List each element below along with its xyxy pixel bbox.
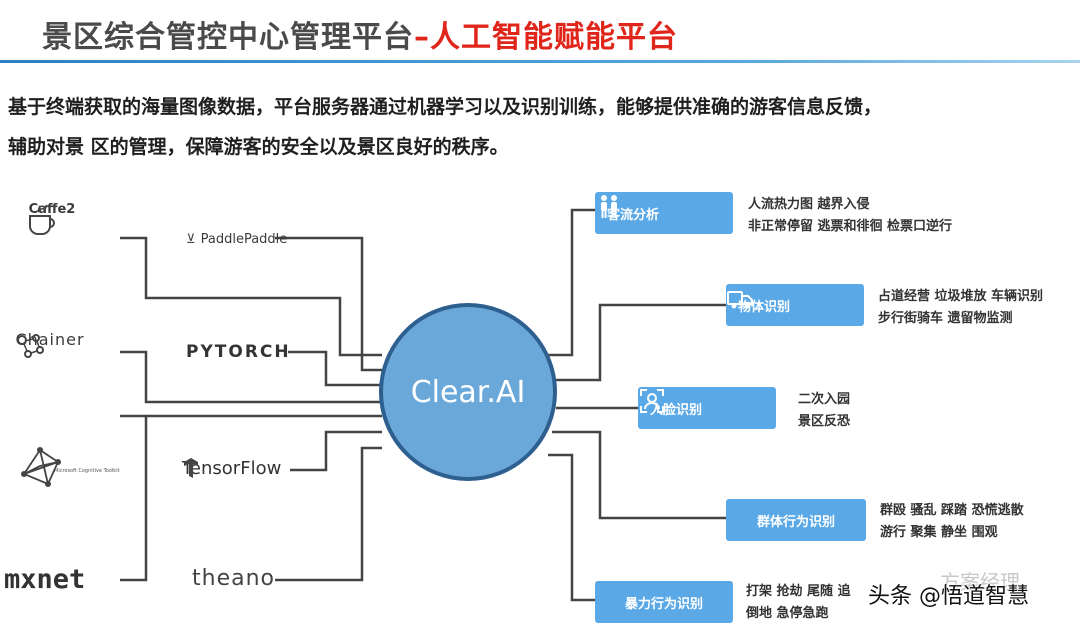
face-scan-icon (640, 389, 664, 413)
caffe2-logo: Caffe2 (22, 202, 82, 235)
connector-wuti (552, 303, 726, 382)
molecule-icon (17, 334, 44, 358)
intro-line-2: 辅助对景 区的管理，保障游客的安全以及景区良好的秩序。 (8, 136, 509, 158)
title-separator: – (414, 20, 430, 55)
baoli-item-line-1: 打架 抢劫 尾随 追 (746, 584, 851, 599)
connector-theano (275, 446, 382, 582)
connector-qunti (552, 430, 726, 520)
paddlepaddle-label: PaddlePaddle (200, 232, 288, 247)
category-qunti-items: 群殴 骚乱 踩踏 恐慌逃散 游行 聚集 静坐 围观 (880, 500, 1024, 544)
connector-lines (120, 208, 726, 602)
connector-cntk (120, 414, 148, 582)
category-baoli-items: 打架 抢劫 尾随 追 倒地 急停急跑 (746, 581, 851, 625)
wuti-item-line-1: 占道经营 垃圾堆放 车辆识别 (878, 289, 1044, 304)
renlian-item-line-1: 二次入园 (798, 392, 851, 407)
category-keliu-label: 客流分析 (607, 207, 660, 223)
tensorflow-logo: TensorFlow (182, 458, 281, 479)
pytorch-logo: PYTORCH (186, 342, 291, 362)
keliu-item-line-1: 人流热力图 越界入侵 (748, 197, 870, 212)
paddle-icon: ⊻ (186, 232, 196, 247)
wuti-item-line-2: 步行街骑车 遗留物监测 (878, 311, 1013, 326)
caffe2-label: Caffe2 (28, 202, 76, 217)
renlian-item-line-2: 景区反恐 (798, 414, 851, 429)
title-accent: 人工智能赋能平台 (430, 20, 678, 55)
category-qunti-label: 群体行为识别 (756, 514, 835, 530)
connector-paddle (275, 236, 382, 372)
category-renlian-items: 二次入园 景区反恐 (798, 389, 850, 433)
connector-baoli (548, 453, 595, 602)
chainer-label: Chainer (15, 330, 85, 349)
clear-ai-hub: Clear.AI (379, 303, 557, 481)
baoli-item-line-2: 倒地 急停急跑 (746, 606, 829, 621)
coffee-cup-icon (29, 204, 55, 235)
intro-line-1: 基于终端获取的海量图像数据，平台服务器通过机器学习以及识别训练，能够提供准确的游… (8, 96, 883, 118)
qunti-item-line-2: 游行 聚集 静坐 围观 (880, 525, 998, 540)
title-main: 景区综合管控中心管理平台 (42, 20, 414, 55)
connector-chainer (120, 350, 382, 404)
category-qunti: 群体行为识别 (726, 499, 866, 541)
category-baoli: 暴力行为识别 (595, 581, 733, 623)
title-bar: 景区综合管控中心管理平台–人工智能赋能平台 (0, 0, 1080, 63)
page-title: 景区综合管控中心管理平台–人工智能赋能平台 (42, 12, 678, 56)
network-icon (21, 447, 61, 487)
paddlepaddle-logo: ⊻ PaddlePaddle (186, 228, 287, 247)
connector-caffe2 (120, 236, 382, 357)
connector-tensorflow (290, 430, 382, 472)
theano-logo: theano (192, 566, 275, 591)
category-keliu: 客流分析 (595, 192, 733, 234)
theano-label: theano (192, 566, 275, 591)
truck-icon (727, 291, 753, 309)
qunti-item-line-1: 群殴 骚乱 踩踏 恐慌逃散 (880, 503, 1024, 518)
watermark: 头条 @悟道智慧 (868, 584, 1029, 609)
people-icon (601, 195, 617, 218)
keliu-item-line-2: 非正常停留 逃票和徘徊 检票口逆行 (748, 219, 953, 234)
category-keliu-items: 人流热力图 越界入侵 非正常停留 逃票和徘徊 检票口逆行 (748, 194, 952, 238)
mxnet-label: mxnet (4, 564, 86, 595)
tensorflow-label: TensorFlow (182, 458, 282, 479)
mxnet-logo: mxnet (4, 564, 85, 595)
tensorflow-icon (184, 458, 198, 478)
category-renlian: 人脸识别 (638, 387, 776, 429)
connector-pytorch (288, 350, 382, 387)
watermark-ghost: 方案经理 (940, 570, 1020, 594)
connector-keliu (548, 208, 595, 357)
cntk-label: Microsoft Cognitive Toolkit (54, 468, 120, 474)
category-wuti-items: 占道经营 垃圾堆放 车辆识别 步行街骑车 遗留物监测 (878, 286, 1043, 330)
title-underline (0, 60, 1080, 63)
pytorch-label: PYTORCH (186, 342, 291, 362)
chainer-logo: Chainer (10, 330, 90, 358)
diagram: Caffe2 Chainer Microsoft Cognitive Toolk… (0, 170, 1080, 632)
category-baoli-label: 暴力行为识别 (624, 596, 703, 612)
category-wuti: 物体识别 (726, 284, 864, 326)
